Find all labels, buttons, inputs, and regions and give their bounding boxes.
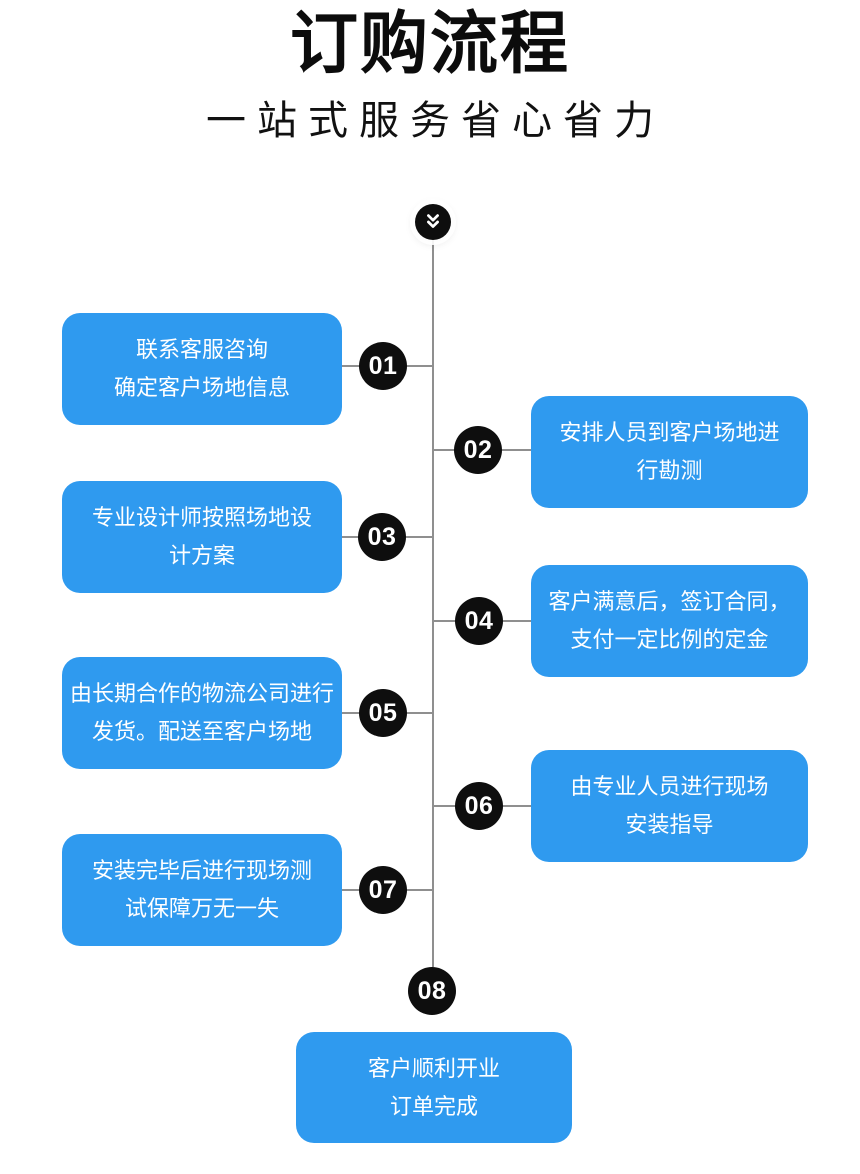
step-text-line: 客户顺利开业 — [367, 1055, 500, 1081]
step-number-badge-5: 05 — [359, 689, 407, 737]
step-box-7: 安装完毕后进行现场测 试保障万无一失 — [62, 834, 342, 946]
page-title: 订购流程 — [289, 6, 570, 82]
step-number-badge-2: 02 — [454, 426, 502, 474]
flow-spine-line — [432, 240, 434, 967]
step-text-line: 确定客户场地信息 — [113, 375, 290, 400]
step-box-2: 安排人员到客户场地进 行勘测 — [531, 396, 808, 508]
step-text-line: 客户满意后，签订合同， — [548, 589, 791, 614]
step-text-line: 由专业人员进行现场 — [570, 774, 769, 799]
step-box-3: 专业设计师按照场地设 计方案 — [62, 481, 342, 593]
step-number: 03 — [367, 522, 397, 551]
header: 订购流程 一站式服务省心省力 — [0, 0, 860, 146]
step-text-line: 订单完成 — [389, 1093, 478, 1119]
step-text-line: 发货。配送至客户场地 — [91, 719, 312, 744]
step-text-line: 由长期合作的物流公司进行 — [69, 681, 334, 706]
step-number-badge-7: 07 — [359, 866, 407, 914]
step-number: 04 — [464, 606, 494, 635]
step-text-line: 安排人员到客户场地进 — [559, 420, 780, 445]
step-number: 01 — [368, 351, 398, 380]
step-number: 08 — [417, 976, 447, 1005]
step-number: 07 — [368, 875, 398, 904]
page-subtitle: 一站式服务省心省力 — [206, 99, 665, 144]
step-text-line: 联系客服咨询 — [135, 337, 268, 362]
step-box-1: 联系客服咨询 确定客户场地信息 — [62, 313, 342, 425]
step-box-6: 由专业人员进行现场 安装指导 — [531, 750, 808, 862]
step-box-5: 由长期合作的物流公司进行 发货。配送至客户场地 — [62, 657, 342, 769]
step-text-line: 专业设计师按照场地设 — [91, 505, 312, 530]
step-number-badge-8: 08 — [408, 967, 456, 1015]
step-box-8: 客户顺利开业 订单完成 — [296, 1032, 572, 1143]
step-number-badge-3: 03 — [358, 513, 406, 561]
step-text-line: 行勘测 — [636, 458, 703, 483]
step-box-4: 客户满意后，签订合同， 支付一定比例的定金 — [531, 565, 808, 677]
step-number: 06 — [464, 791, 494, 820]
step-number-badge-4: 04 — [455, 597, 503, 645]
step-number-badge-1: 01 — [359, 342, 407, 390]
step-text-line: 试保障万无一失 — [124, 896, 279, 921]
step-text-line: 安装完毕后进行现场测 — [91, 858, 312, 883]
step-number-badge-6: 06 — [455, 782, 503, 830]
flow-start-badge — [415, 204, 451, 240]
step-text-line: 安装指导 — [625, 812, 714, 837]
chevron-double-down-icon — [427, 214, 439, 228]
step-text-line: 计方案 — [168, 543, 235, 568]
step-text-line: 支付一定比例的定金 — [570, 627, 769, 652]
step-number: 02 — [463, 435, 493, 464]
step-number: 05 — [368, 698, 398, 727]
